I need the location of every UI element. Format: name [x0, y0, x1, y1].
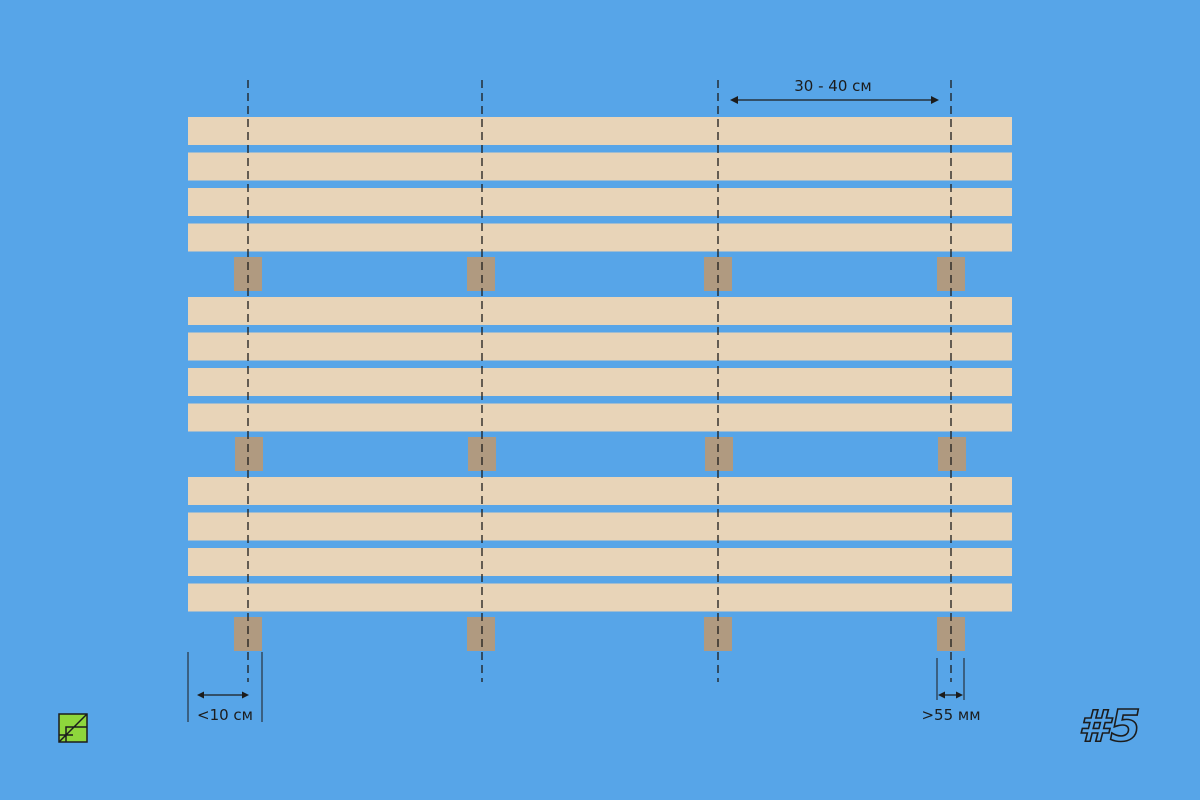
deck-board: [188, 368, 1012, 396]
joist-block: [468, 437, 496, 471]
width-label: >55 мм: [921, 706, 980, 724]
spacing-label: 30 - 40 см: [794, 77, 871, 95]
joist-block: [938, 437, 966, 471]
joist-block: [705, 437, 733, 471]
deck-board: [188, 403, 1012, 432]
edge-overhang-dimension: <10 см: [187, 652, 263, 724]
spacing-arrowhead-right: [931, 96, 939, 104]
deck-board: [188, 117, 1012, 145]
overhang-label: <10 см: [197, 706, 253, 724]
deck-board: [188, 583, 1012, 612]
width-arrowhead-right: [956, 691, 963, 699]
deck-board: [188, 188, 1012, 216]
joist-block: [235, 437, 263, 471]
joist-width-dimension: >55 мм: [921, 658, 981, 724]
step-number-badge: #5: [1078, 701, 1141, 752]
deck-board: [188, 548, 1012, 576]
logo-mark: [58, 713, 88, 743]
deck-board: [188, 512, 1012, 541]
overhang-arrowhead-left: [197, 691, 204, 699]
deck-board: [188, 332, 1012, 361]
deck-board: [188, 477, 1012, 505]
deck-boards: [188, 117, 1012, 612]
deck-board: [188, 152, 1012, 181]
width-arrowhead-left: [938, 691, 945, 699]
spacing-arrowhead-left: [730, 96, 738, 104]
joist-spacing-dimension: 30 - 40 см: [730, 77, 939, 104]
overhang-arrowhead-right: [242, 691, 249, 699]
deck-board: [188, 223, 1012, 252]
dimension-annotations: 30 - 40 см <10 см >55 мм: [187, 77, 981, 724]
joist-centerlines: [247, 80, 952, 682]
joist-block: [467, 257, 495, 291]
deck-board: [188, 297, 1012, 325]
joist-block: [467, 617, 495, 651]
tile-logo-icon: [58, 713, 88, 743]
